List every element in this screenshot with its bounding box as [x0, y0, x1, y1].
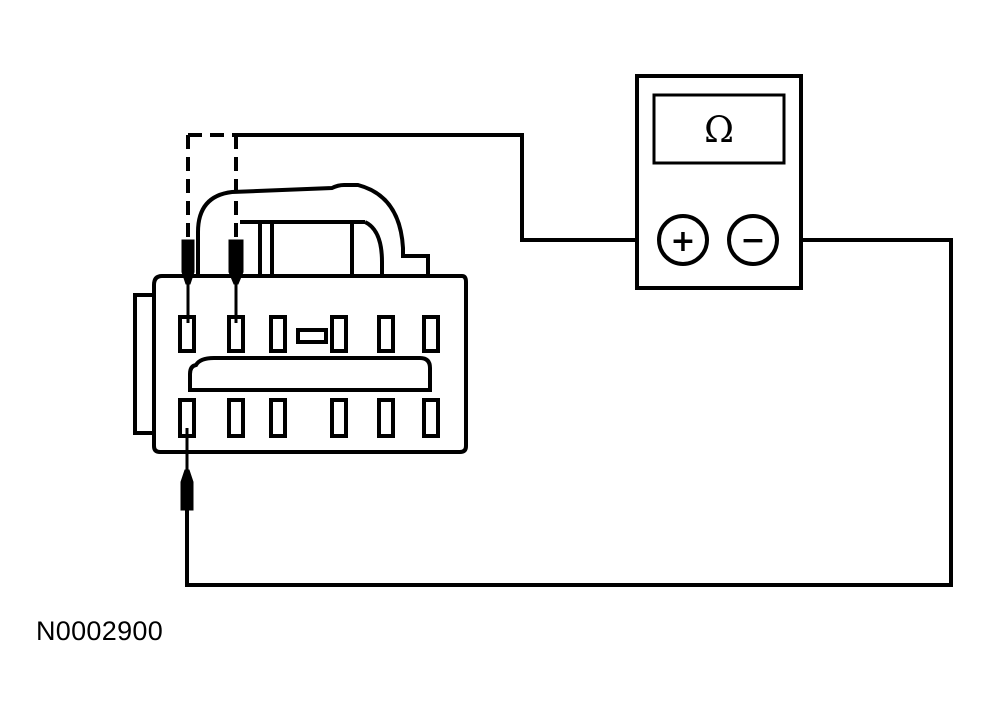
- multimeter-display: [652, 93, 786, 165]
- terminal-cavity: [377, 398, 395, 438]
- connector-latch: [133, 293, 155, 435]
- negative-lead-wire: [185, 238, 953, 587]
- terminal-cavity: [227, 398, 245, 438]
- connector-key: [296, 328, 328, 344]
- terminal-cavity: [377, 315, 395, 353]
- figure-id: N0002900: [36, 616, 164, 646]
- terminal-row-top: [178, 315, 440, 353]
- connector-hood-curve: [364, 220, 384, 276]
- positive-terminal: [657, 214, 709, 266]
- probe-tip-icon: [181, 239, 195, 285]
- multimeter: Ω + −: [635, 74, 803, 290]
- terminal-row-bottom: [178, 398, 440, 438]
- connector-lock-window: [270, 220, 354, 278]
- negative-terminal: [727, 214, 779, 266]
- connector-center-rib: [188, 356, 432, 392]
- probe-tip-icon: [228, 239, 244, 285]
- terminal-cavity: [269, 315, 287, 353]
- terminal-cavity: [422, 398, 440, 438]
- ohm-symbol-icon: Ω: [704, 110, 734, 151]
- terminal-cavity: [330, 398, 348, 438]
- terminal-cavity: [422, 315, 440, 353]
- test-leads: [185, 133, 953, 587]
- negative-terminal-label: −: [740, 223, 765, 258]
- terminal-cavity: [330, 315, 348, 353]
- probe-tips: [180, 239, 244, 511]
- probe-tip-icon: [180, 469, 194, 511]
- positive-lead-wire: [236, 133, 658, 242]
- terminal-cavity: [269, 398, 287, 438]
- positive-terminal-label: +: [670, 224, 695, 259]
